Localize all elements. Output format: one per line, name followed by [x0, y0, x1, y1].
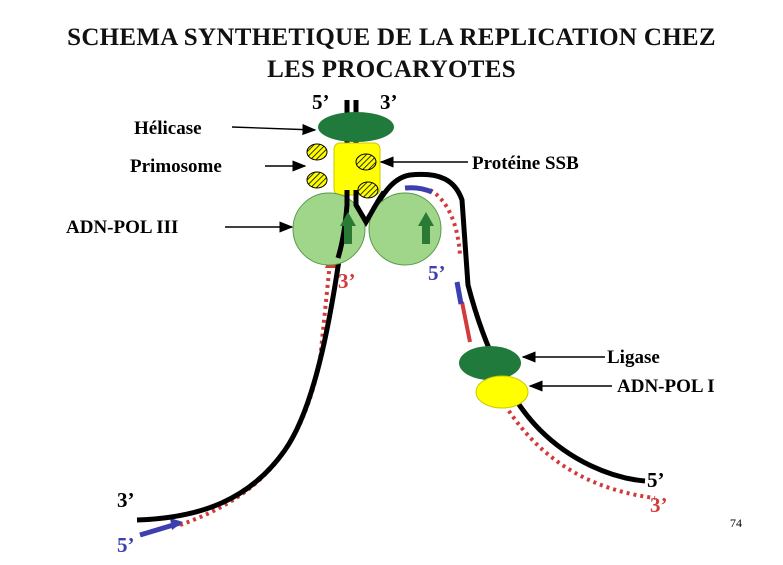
- top-right-end-label: 3’: [380, 90, 398, 114]
- left-primer-arrowhead: [170, 518, 183, 530]
- diagram-title-line-2: LES PROCARYOTES: [267, 56, 516, 83]
- left-parent-3-end-label: 3’: [117, 488, 135, 512]
- lagging-new-strand-segment-2: [503, 403, 656, 500]
- lagging-new-strand-continuous: [460, 301, 472, 343]
- primosome-subunit: [355, 153, 377, 171]
- left-new-5-end-label: 5’: [117, 533, 135, 557]
- primosome-label: Primosome: [130, 156, 222, 177]
- lagging-5-end-label: 5’: [428, 261, 446, 285]
- ssb-label: Protéine SSB: [472, 153, 579, 174]
- right-new-3-end-label: 3’: [650, 493, 668, 517]
- pol3-right-arrow-icon: [418, 212, 434, 244]
- pol1-label: ADN-POL I: [617, 376, 715, 397]
- primosome-subunit: [357, 181, 379, 199]
- lagging-primer-1: [404, 185, 433, 195]
- primosome-subunit: [306, 143, 328, 161]
- pol3-label: ADN-POL III: [66, 217, 178, 238]
- ligase: [459, 346, 521, 380]
- parental-strand-right: [353, 100, 646, 484]
- top-left-end-label: 5’: [312, 90, 330, 114]
- right-parent-5-end-label: 5’: [647, 468, 665, 492]
- parental-strand-left: [136, 100, 350, 523]
- ligase-label: Ligase: [607, 347, 660, 368]
- helicase-pointer: [231, 123, 317, 136]
- leading-new-strand: [179, 261, 332, 527]
- primosome-subunit: [306, 171, 328, 189]
- leading-3-end-label: 3’: [338, 269, 356, 293]
- pol3-left-arrow-icon: [340, 212, 356, 244]
- pol1: [475, 375, 529, 409]
- helicase: [318, 112, 394, 142]
- page-number: 74: [730, 516, 742, 530]
- pol3-right: [368, 192, 442, 266]
- diagram-title-line-1: SCHEMA SYNTHETIQUE DE LA REPLICATION CHE…: [67, 24, 716, 51]
- helicase-label: Hélicase: [134, 118, 202, 139]
- lagging-primer-2: [454, 281, 464, 305]
